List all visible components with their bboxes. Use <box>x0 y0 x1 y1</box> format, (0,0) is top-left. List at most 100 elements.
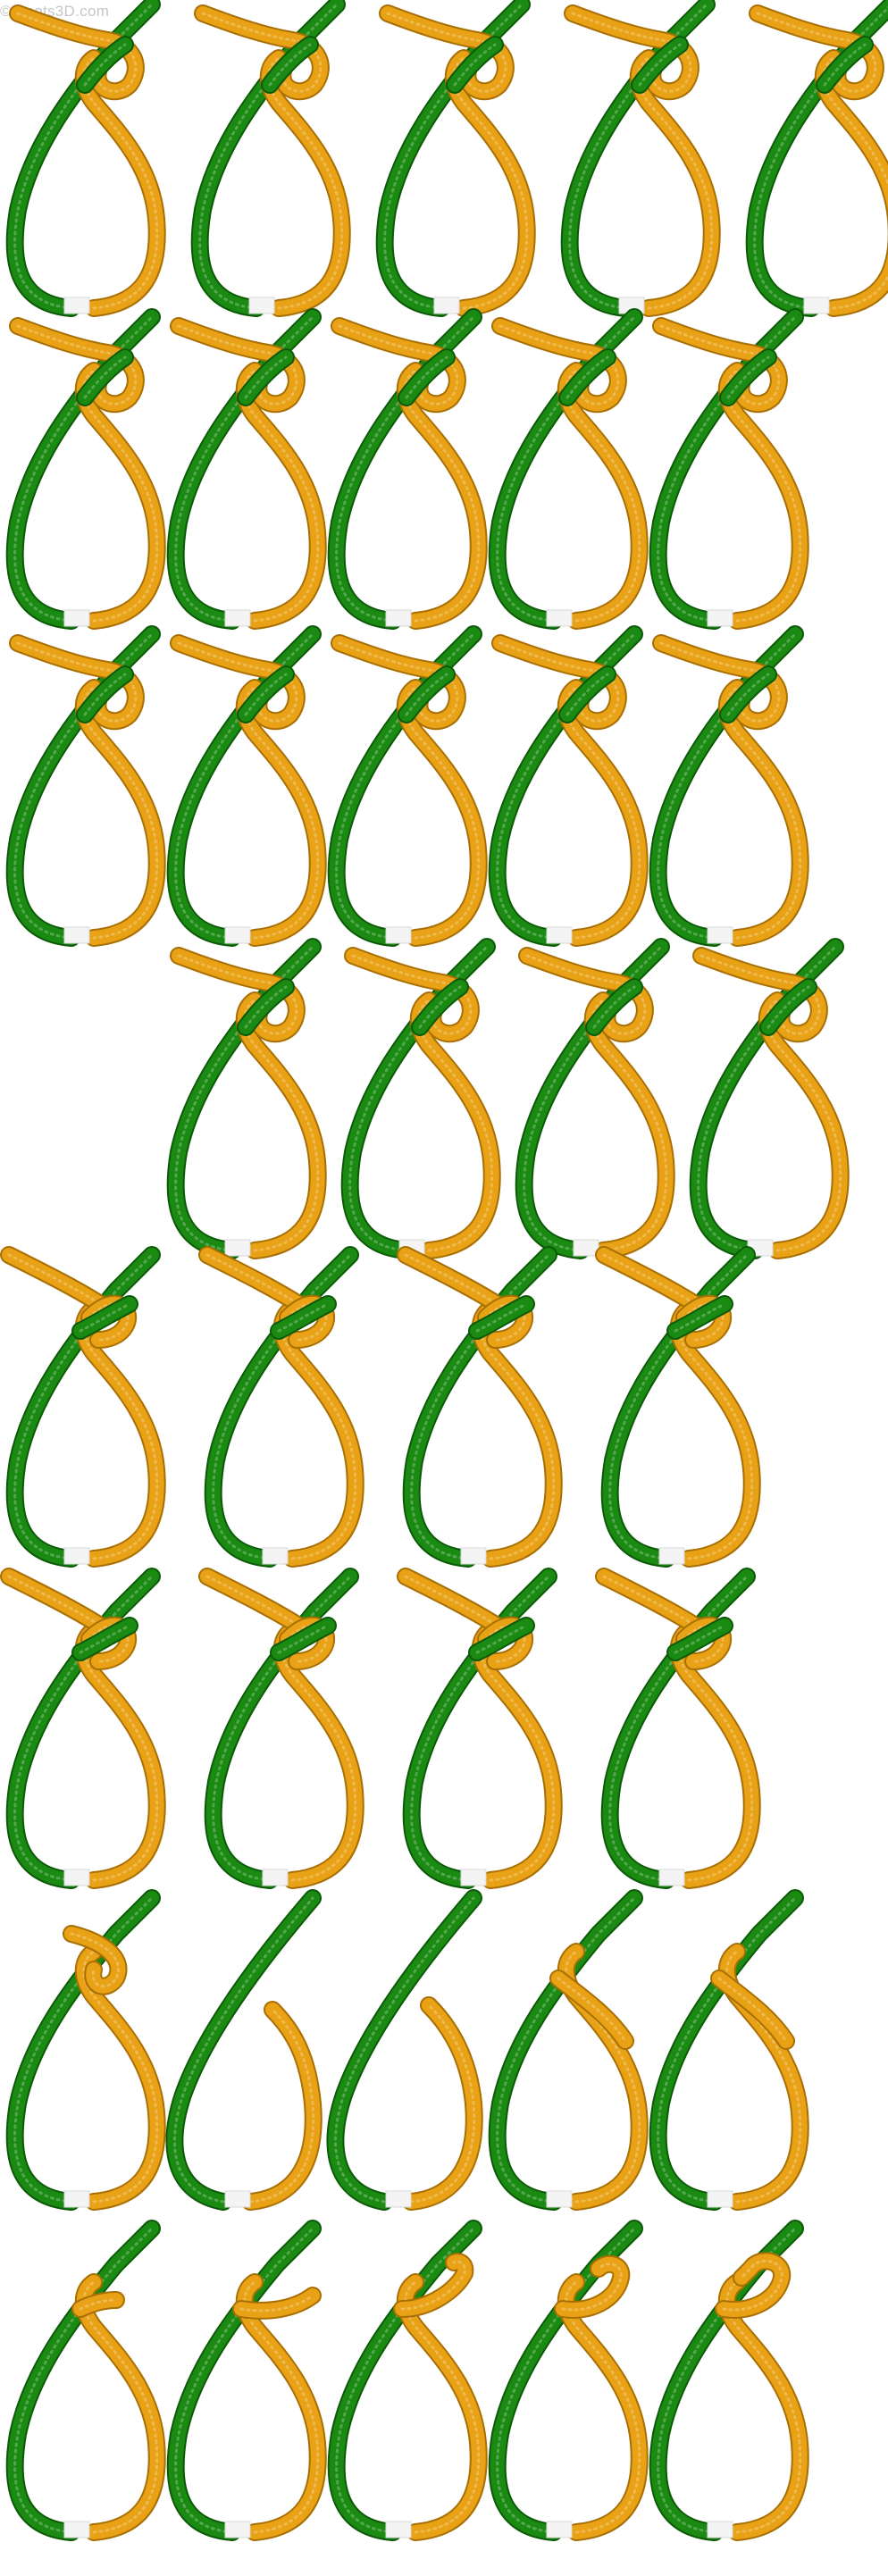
orange-working-end <box>654 319 786 412</box>
green-crossing-texture <box>565 355 609 399</box>
white-marker-band <box>63 1547 90 1565</box>
orange-strand <box>243 2003 321 2209</box>
green-crossing-texture <box>592 985 636 1029</box>
knot-frame-row8-2 <box>166 2220 327 2541</box>
orange-strand <box>76 2275 164 2539</box>
green-crossing-texture <box>767 985 810 1029</box>
orange-working-end-texture <box>498 324 620 406</box>
orange-working-end-texture <box>177 641 298 723</box>
green-crossing-texture <box>244 985 288 1029</box>
knot-frame-row7-4 <box>488 1889 649 2211</box>
orange-working-end-texture <box>338 324 459 406</box>
knot-frame-row3-2 <box>166 625 327 947</box>
white-marker-band <box>658 1547 685 1565</box>
orange-working-end <box>172 319 304 412</box>
white-marker-band <box>63 297 90 314</box>
knot-frame-row3-5 <box>649 625 809 947</box>
orange-working-end-texture <box>201 12 323 93</box>
white-marker-band <box>63 2521 90 2538</box>
orange-strand <box>398 2275 486 2539</box>
green-strand-texture <box>334 1896 475 2204</box>
green-crossing <box>448 38 502 92</box>
white-marker-band <box>803 297 830 314</box>
green-crossing <box>632 38 687 92</box>
green-crossing-texture <box>453 43 497 87</box>
orange-working-end-texture <box>571 12 692 93</box>
knot-frame-row3-1 <box>5 625 166 947</box>
white-marker-band <box>546 2521 573 2538</box>
green-crossing <box>721 350 775 405</box>
knot-frame-row4-1 <box>166 938 327 1259</box>
orange-working-end-texture <box>239 2294 314 2313</box>
orange-strand <box>558 2275 647 2539</box>
white-marker-band <box>224 609 251 627</box>
white-marker-band <box>707 609 733 627</box>
orange-working-end-texture <box>525 954 647 1035</box>
orange-crossing <box>551 1971 632 2048</box>
knot-frame-row5-4 <box>595 1246 761 1568</box>
orange-working-end-texture <box>700 954 821 1035</box>
orange-working-end-texture <box>338 641 459 723</box>
orange-working-end <box>654 636 786 729</box>
green-crossing <box>399 667 454 722</box>
orange-working-end <box>395 2254 473 2316</box>
white-marker-band <box>224 1239 251 1257</box>
green-crossing <box>78 350 132 405</box>
green-crossing-texture <box>726 355 770 399</box>
orange-strand-texture <box>248 2008 315 2204</box>
white-marker-band <box>546 609 573 627</box>
orange-wrap-texture <box>286 1302 328 1342</box>
knot-frame-row2-3 <box>327 308 488 630</box>
green-crossing-texture <box>83 43 127 87</box>
green-crossing-texture <box>83 355 127 399</box>
white-marker-band <box>224 2521 251 2538</box>
orange-working-end <box>11 636 143 729</box>
green-wrap-texture <box>79 1624 131 1654</box>
green-strand <box>167 1891 320 2209</box>
green-strand-texture <box>173 1896 314 2204</box>
green-crossing <box>399 350 454 405</box>
green-crossing-texture <box>418 985 462 1029</box>
orange-working-end-texture <box>70 1932 120 1988</box>
green-crossing <box>587 980 641 1034</box>
orange-working-end <box>234 2288 320 2318</box>
white-marker-band <box>385 609 412 627</box>
green-wrap-texture <box>277 1624 330 1654</box>
knot-frame-row6-1 <box>0 1568 166 1889</box>
knot-frame-row2-5 <box>649 308 809 630</box>
green-crossing-texture <box>405 673 448 716</box>
knot-frame-row2-1 <box>5 308 166 630</box>
knot-frame-row8-4 <box>488 2220 649 2541</box>
white-marker-band <box>262 1547 289 1565</box>
orange-working-end <box>565 6 698 99</box>
green-wrap <box>272 1297 335 1338</box>
green-crossing-texture <box>83 673 127 716</box>
orange-working-end-texture <box>79 2298 118 2311</box>
green-crossing <box>560 350 615 405</box>
orange-working-end-texture <box>498 641 620 723</box>
green-crossing-texture <box>268 43 312 87</box>
knot-frame-row8-3 <box>327 2220 488 2541</box>
white-marker-band <box>385 2190 412 2208</box>
orange-working-end <box>750 6 883 99</box>
white-marker-band <box>546 926 573 944</box>
green-wrap <box>470 1297 533 1338</box>
green-wrap-texture <box>475 1624 528 1654</box>
knot-frame-row6-3 <box>397 1568 563 1889</box>
knot-frame-row7-1 <box>5 1889 166 2211</box>
green-crossing <box>817 38 872 92</box>
knot-frame-row7-3 <box>326 1889 483 2211</box>
green-wrap-texture <box>277 1302 330 1333</box>
white-marker-band <box>573 1239 599 1257</box>
green-wrap-texture <box>79 1302 131 1333</box>
white-marker-band <box>460 1869 487 1886</box>
knot-frame-row8-5 <box>649 2220 809 2541</box>
white-marker-band <box>433 297 460 314</box>
knot-frame-row5-1 <box>0 1246 166 1568</box>
knot-frame-row1-5 <box>745 0 888 317</box>
orange-working-end <box>694 949 826 1041</box>
orange-wrap-texture <box>88 1302 130 1342</box>
copyright-symbol: © <box>0 3 12 20</box>
orange-wrap-texture <box>683 1624 725 1663</box>
